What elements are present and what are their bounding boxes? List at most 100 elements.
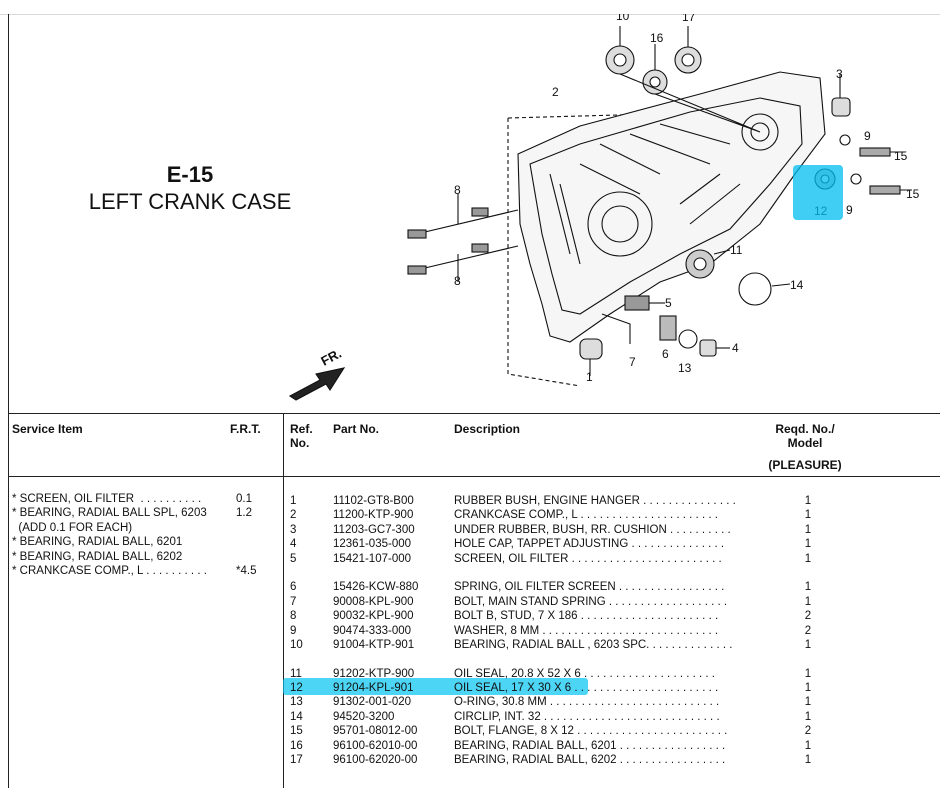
table-column-divider [283, 413, 284, 788]
part-no-cell: 91202-KTP-900 [333, 667, 415, 680]
description-cell: BEARING, RADIAL BALL , 6203 SPC. . . . .… [454, 638, 733, 651]
description-cell: BOLT, MAIN STAND SPRING . . . . . . . . … [454, 595, 728, 608]
ref-no-cell: 17 [290, 754, 303, 767]
exploded-diagram: 10 17 16 2 3 9 15 8 12 9 15 11 14 5 8 6 … [288, 14, 920, 401]
figure-title: LEFT CRANK CASE [88, 189, 292, 214]
part-no-cell: 95701-08012-00 [333, 725, 418, 738]
service-item: (ADD 0.1 FOR EACH) [12, 521, 133, 534]
service-items-list: * SCREEN, OIL FILTER . . . . . . . . . .… [12, 492, 282, 578]
description-cell: RUBBER BUSH, ENGINE HANGER . . . . . . .… [454, 495, 736, 507]
header-part-no: Part No. [333, 422, 380, 436]
part-no-cell: 91302-001-020 [333, 696, 412, 709]
highlight-row-12 [283, 678, 588, 695]
description-cell: SPRING, OIL FILTER SCREEN . . . . . . . … [454, 581, 725, 594]
quantity-cell: 1 [804, 509, 812, 522]
quantity-cell: 1 [804, 710, 812, 723]
quantity-cell: 1 [804, 523, 812, 536]
description-cell: BEARING, RADIAL BALL, 6202 . . . . . . .… [454, 754, 726, 767]
callout-label: 9 [846, 203, 853, 217]
callout-label: 3 [836, 67, 843, 81]
quantity-cell: 1 [804, 682, 812, 695]
callout-label: 9 [864, 129, 871, 143]
header-description: Description [454, 422, 521, 436]
description-cell: O-RING, 30.8 MM . . . . . . . . . . . . … [454, 696, 720, 709]
ref-no-cell: 1 [290, 495, 297, 507]
part-no-cell: 90008-KPL-900 [333, 595, 414, 608]
description-cell: UNDER RUBBER, BUSH, RR. CUSHION . . . . … [454, 523, 731, 536]
parts-table-row: 11 91202-KTP-900 OIL SEAL, 20.8 X 52 X 6 .… [290, 667, 930, 681]
part-no-cell: 96100-62010-00 [333, 739, 418, 752]
part-no-cell: 91204-KPL-901 [333, 682, 414, 695]
callout-label: 17 [682, 14, 696, 24]
callout-label: 11 [730, 243, 743, 257]
part-no-cell: 90474-333-000 [333, 624, 412, 637]
quantity-cell: 1 [804, 581, 812, 594]
ref-no-cell: 11 [290, 667, 302, 680]
callout-label: 15 [906, 187, 920, 201]
header-frt: F.R.T. [230, 422, 261, 436]
part-no-cell: 11102-GT8-B00 [333, 495, 414, 507]
ref-no-cell: 5 [290, 552, 297, 565]
part-no-cell: 11200-KTP-900 [333, 509, 414, 522]
ref-no-cell: 4 [290, 538, 297, 551]
header-ref-no: Ref. No. [290, 422, 313, 450]
quantity-cell: 1 [804, 667, 812, 680]
parts-table-row: 4 12361-035-000 HOLE CAP, TAPPET ADJUSTING… [290, 537, 930, 551]
description-cell: OIL SEAL, 20.8 X 52 X 6 . . . . . . . . … [454, 667, 715, 680]
description-cell: BOLT, FLANGE, 8 X 12 . . . . . . . . . .… [454, 725, 728, 738]
description-cell: CIRCLIP, INT. 32 . . . . . . . . . . . .… [454, 710, 720, 723]
callout-label: 5 [665, 296, 672, 310]
description-cell: CRANKCASE COMP., L . . . . . . . . . . .… [454, 509, 718, 522]
part-no-cell: 15421-107-000 [333, 552, 412, 565]
table-header-rule [8, 476, 940, 477]
callout-label: 10 [616, 14, 630, 23]
service-item: * SCREEN, OIL FILTER . . . . . . . . . .… [12, 493, 252, 505]
quantity-cell: 1 [804, 638, 812, 651]
callout-label: 2 [552, 85, 559, 99]
ref-no-cell: 9 [290, 624, 297, 637]
part-no-cell: 11203-GC7-300 [333, 523, 415, 536]
callout-label: 13 [678, 361, 692, 375]
highlight-marker-oil-seal-12 [793, 165, 843, 220]
ref-no-cell: 2 [290, 509, 297, 522]
service-item: * BEARING, RADIAL BALL, 6201 [12, 536, 183, 549]
parts-table-row: 13 91302-001-020 O-RING, 30.8 MM . . . . .… [290, 695, 930, 709]
quantity-cell: 1 [804, 495, 812, 507]
quantity-cell: 1 [804, 595, 812, 608]
quantity-cell: 2 [804, 610, 812, 623]
ref-no-cell: 12 [290, 682, 303, 695]
figure-code: E-15 [166, 162, 214, 187]
quantity-cell: 1 [804, 538, 812, 551]
front-direction-label: FR. [318, 346, 344, 369]
part-no-cell: 15426-KCW-880 [333, 581, 419, 594]
quantity-cell: 2 [804, 725, 812, 738]
parts-list: 1 11102-GT8-B00 RUBBER BUSH, ENGINE HANGER… [290, 494, 930, 767]
ref-no-cell: 13 [290, 696, 303, 709]
part-no-cell: 12361-035-000 [333, 538, 412, 551]
ref-no-cell: 7 [290, 595, 297, 608]
description-cell: HOLE CAP, TAPPET ADJUSTING . . . . . . .… [454, 538, 725, 551]
part-no-cell: 90032-KPL-900 [333, 610, 414, 623]
header-service-item: Service Item [12, 422, 83, 436]
quantity-cell: 1 [804, 754, 812, 767]
callout-label: 15 [894, 149, 908, 163]
parts-table-row: 6 15426-KCW-880 SPRING, OIL FILTER SCREEN … [290, 580, 930, 594]
header-model: (PLEASURE) [768, 458, 842, 472]
parts-table-row: 2 11200-KTP-900 CRANKCASE COMP., L . . . .… [290, 508, 930, 522]
header-reqd-no: Reqd. No./ Model [775, 422, 835, 450]
ref-no-cell: 8 [290, 610, 297, 623]
ref-no-cell: 6 [290, 581, 297, 594]
description-cell: SCREEN, OIL FILTER . . . . . . . . . . .… [454, 552, 722, 565]
part-no-cell: 94520-3200 [333, 710, 395, 723]
callout-label: 1 [586, 370, 593, 384]
